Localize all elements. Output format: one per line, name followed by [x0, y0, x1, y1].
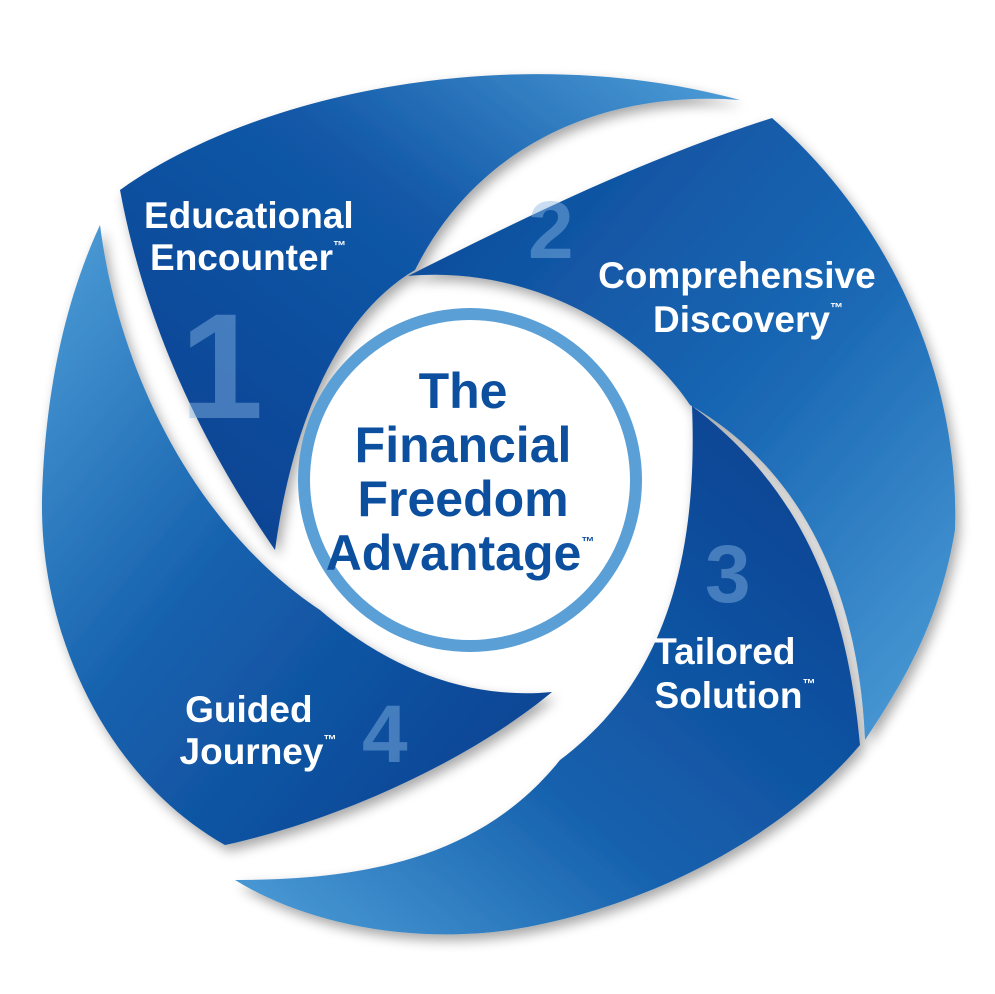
step-1: 1 Educational Encounter™	[144, 195, 364, 450]
step-3-number: 3	[705, 529, 751, 620]
step-4-title-line-2: Journey	[180, 731, 324, 772]
step-4-title-line-1: Guided	[185, 689, 312, 730]
center-title: The Financial Freedom Advantage™	[326, 363, 595, 581]
center-disc	[310, 320, 630, 640]
blade-3-shape	[235, 406, 860, 935]
center-title-line-4: Advantage	[326, 525, 582, 581]
step-1-title-line-2: Encounter	[150, 237, 333, 278]
center-trademark: ™	[581, 534, 594, 549]
step-2-title: Comprehensive Discovery™	[598, 255, 886, 340]
step-4-trademark: ™	[323, 732, 336, 747]
blade-2-shape	[408, 118, 956, 740]
blade-4-shape	[41, 225, 553, 845]
center-title-line-1: The	[419, 363, 508, 419]
step-2: 2 Comprehensive Discovery™	[528, 185, 886, 340]
step-2-number: 2	[528, 185, 574, 276]
step-3-trademark: ™	[802, 676, 815, 691]
step-4-number: 4	[362, 689, 408, 780]
step-2-title-line-1: Comprehensive	[598, 255, 876, 296]
step-3-title-line-1: Tailored	[654, 631, 795, 672]
step-3-title-line-2: Solution	[655, 675, 803, 716]
step-3: 3 Tailored Solution™	[654, 529, 815, 716]
step-4-title: Guided Journey™	[180, 689, 337, 772]
step-2-trademark: ™	[830, 300, 843, 315]
step-3-title: Tailored Solution™	[654, 631, 815, 716]
step-1-title: Educational Encounter™	[144, 195, 364, 278]
center-title-line-3: Freedom	[357, 471, 568, 527]
step-4: 4 Guided Journey™	[180, 689, 408, 780]
swirl-blades	[41, 74, 956, 935]
step-1-number: 1	[180, 282, 263, 450]
step-1-trademark: ™	[333, 238, 346, 253]
step-2-title-line-2: Discovery	[653, 299, 830, 340]
step-1-title-line-1: Educational	[144, 195, 354, 236]
blade-1-shape	[120, 74, 740, 550]
center-hub: The Financial Freedom Advantage™	[298, 308, 642, 652]
center-title-line-2: Financial	[355, 417, 572, 473]
